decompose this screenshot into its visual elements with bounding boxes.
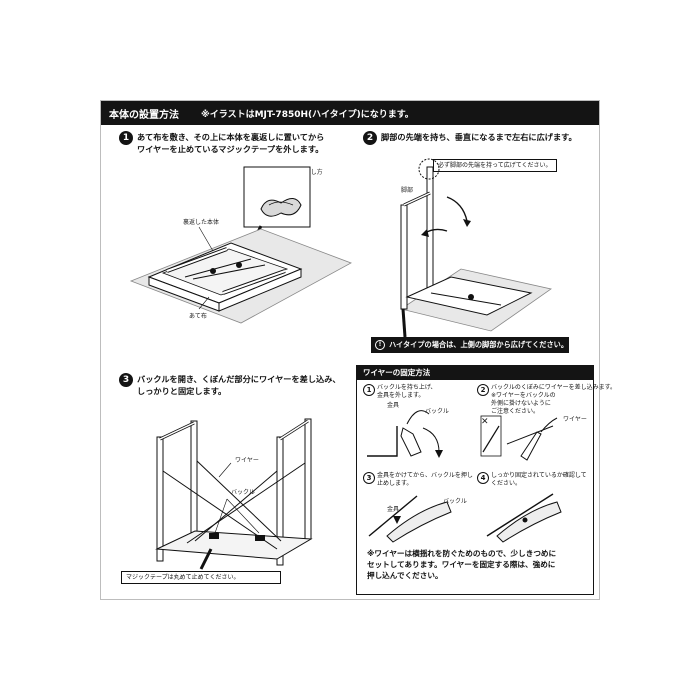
wire-sub2-number: 2 bbox=[477, 384, 489, 396]
step1-line-1: あて布を敷き、その上に本体を裏返しに置いてから bbox=[137, 132, 325, 142]
wire-sub1-line-1: バックルを持ち上げ、 bbox=[377, 384, 437, 391]
wire-sub2-wire-label: ワイヤー bbox=[563, 416, 587, 423]
footnote-line-1: ※ワイヤーは横揺れを防ぐためのもので、少しきつめに bbox=[367, 549, 557, 558]
step1-number: 1 bbox=[119, 131, 133, 145]
step2-illustration bbox=[400, 158, 552, 338]
step2-label-leg: 脚部 bbox=[401, 187, 414, 194]
wire-fix-footnote: ※ワイヤーは横揺れを防ぐためのもので、少しきつめに セットしてあります。ワイヤー… bbox=[367, 548, 556, 581]
wire-sub1-metal-label: 金具 bbox=[387, 402, 400, 409]
wire-fix-panel: ワイヤーの固定方法 1 バックルを持ち上げ、 金具を外します。 金具 バックル … bbox=[356, 365, 616, 595]
step1-illustration bbox=[129, 166, 352, 324]
wire-sub4-line-1: しっかり固定されているか確認して bbox=[491, 472, 587, 479]
step3-text: バックルを開き、くぼんだ部分にワイヤーを差し込み、 しっかりと固定します。 bbox=[137, 373, 341, 397]
wire-sub4-text: しっかり固定されているか確認して ください。 bbox=[491, 472, 587, 488]
wire-fix-title: ワイヤーの固定方法 bbox=[357, 366, 593, 380]
wire-sub2-line-1: バックルのくぼみにワイヤーを差し込みます。 bbox=[491, 384, 617, 391]
step1-text: あて布を敷き、その上に本体を裏返しに置いてから ワイヤーを止めているマジックテー… bbox=[137, 131, 324, 155]
wire-sub1-number: 1 bbox=[363, 384, 375, 396]
wire-sub3-line-2: 止めします。 bbox=[377, 480, 413, 487]
step2-number: 2 bbox=[363, 131, 377, 145]
wire-sub3-metal-label: 金具 bbox=[387, 506, 400, 513]
wrong-mark-icon: ✕ bbox=[481, 417, 489, 427]
step2-warning-text: ハイタイプの場合は、上側の脚部から広げてください。 bbox=[389, 340, 569, 349]
wire-fix-illustrations bbox=[367, 410, 562, 543]
header-bar: 本体の設置方法 ※イラストはMJT-7850H(ハイタイプ)になります。 bbox=[101, 101, 599, 125]
header-note: ※イラストはMJT-7850H(ハイタイプ)になります。 bbox=[201, 110, 414, 120]
step1-label-body: 裏返した本体 bbox=[183, 219, 220, 226]
wire-sub3-line-1: 金具をかけてから、バックルを押し bbox=[377, 472, 473, 479]
wire-sub2-text: バックルのくぼみにワイヤーを差し込みます。 ※ワイヤーをバックルの 外側に掛けな… bbox=[491, 384, 616, 416]
wire-sub2-line-2: ※ワイヤーをバックルの bbox=[491, 392, 556, 399]
step3-line-2: しっかりと固定します。 bbox=[137, 386, 227, 396]
step3-line-1: バックルを開き、くぼんだ部分にワイヤーを差し込み、 bbox=[137, 374, 341, 384]
step3-label-wire: ワイヤー bbox=[235, 457, 259, 464]
wire-sub2-line-4: ご注意ください。 bbox=[491, 408, 540, 415]
step3-illustration bbox=[155, 418, 313, 570]
wire-sub1-buckle-label: バックル bbox=[425, 408, 449, 415]
wire-sub3-number: 3 bbox=[363, 472, 375, 484]
wire-sub1-text: バックルを持ち上げ、 金具を外します。 bbox=[377, 384, 436, 400]
step2-line-1: 脚部の先端を持ち、垂直になるまで左右に広げます。 bbox=[381, 132, 577, 142]
wire-sub4-number: 4 bbox=[477, 472, 489, 484]
step2-callout: 必ず脚部の先端を持って広げてください。 bbox=[433, 159, 557, 172]
footnote-line-2: セットしてあります。ワイヤーを固定する際は、強めに bbox=[367, 560, 556, 569]
step2-text: 脚部の先端を持ち、垂直になるまで左右に広げます。 bbox=[381, 131, 577, 143]
footnote-line-3: 押し込んでください。 bbox=[367, 571, 443, 580]
wire-sub1-line-2: 金具を外します。 bbox=[377, 392, 425, 399]
page-title: 本体の設置方法 bbox=[109, 110, 179, 121]
step1-label-cloth: あて布 bbox=[189, 313, 207, 320]
wire-sub4-line-2: ください。 bbox=[491, 480, 522, 487]
wire-sub3-text: 金具をかけてから、バックルを押し 止めします。 bbox=[377, 472, 473, 488]
alert-icon: ! bbox=[375, 340, 385, 350]
step3-label-buckle: バックル bbox=[231, 489, 255, 496]
step3-callout: マジックテープは丸めて止めてください。 bbox=[121, 571, 281, 584]
step1-line-2: ワイヤーを止めているマジックテープを外します。 bbox=[137, 144, 324, 154]
step2-warning-bar: ! ハイタイプの場合は、上側の脚部から広げてください。 bbox=[371, 337, 569, 353]
instruction-sheet: 本体の設置方法 ※イラストはMJT-7850H(ハイタイプ)になります。 1 あ… bbox=[100, 100, 616, 600]
step3-number: 3 bbox=[119, 373, 133, 387]
wire-sub2-line-3: 外側に掛けないように bbox=[491, 400, 551, 407]
wire-sub3-buckle-label: バックル bbox=[443, 498, 467, 505]
